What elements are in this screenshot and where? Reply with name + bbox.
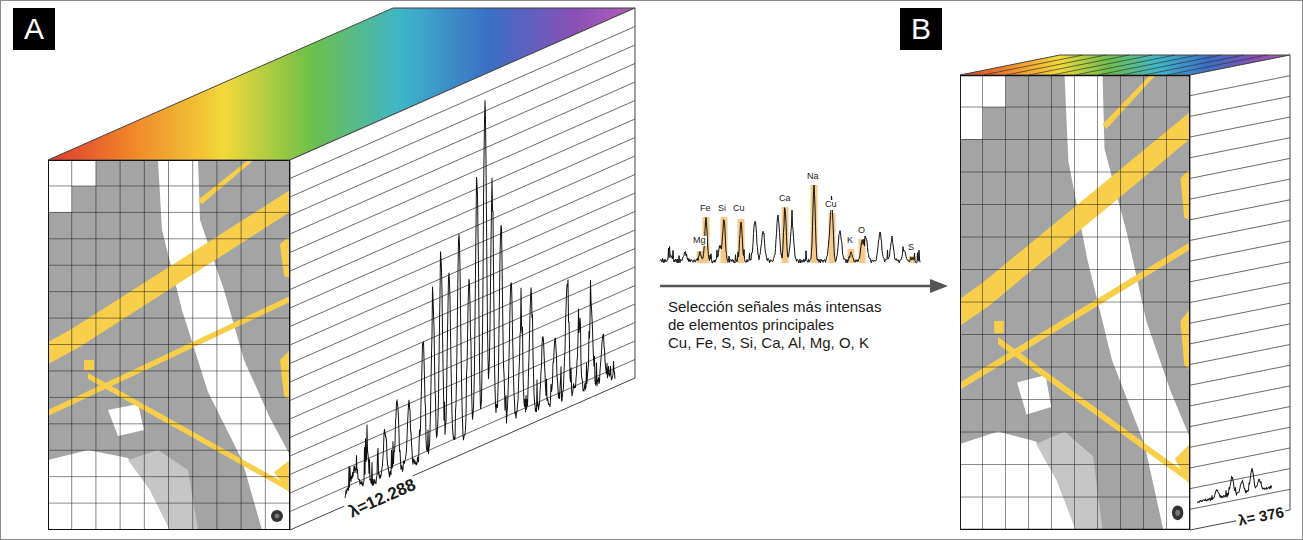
mineral-map [48,160,290,530]
band-line [290,82,635,234]
band-line [1190,138,1290,158]
band-line [290,45,635,197]
element-label: K [846,236,854,246]
panel-letter: A [24,14,44,44]
selection [660,185,948,293]
spectrum-line [345,43,615,498]
spectrum-selected [660,185,920,263]
band-count: λ= 376 [1235,503,1288,530]
element-label: Cu [732,204,746,214]
element-label: Fe [699,204,712,214]
band-line [1190,407,1290,427]
band-line [1190,96,1290,116]
band-line [1190,448,1290,468]
panel-badge: A [13,8,55,50]
cube-side [1190,55,1290,530]
band-line [290,119,635,271]
element-label: Mg [692,236,707,246]
band-line [290,212,635,364]
mineral-map [960,75,1190,530]
spectrum-line [660,185,920,263]
band-lines [290,27,635,512]
band-line [1190,283,1290,303]
element-label: S [907,243,915,253]
element-label: Ca [778,194,792,204]
band-line [290,64,635,216]
element-list: Cu, Fe, S, Si, Ca, Al, Mg, O, K [668,334,869,352]
band-line [1190,262,1290,282]
band-line [1190,117,1290,137]
element-label: O [857,226,866,236]
arrow-line [660,285,932,288]
element-label: Si [717,204,727,214]
band-line [290,138,635,290]
band-line [290,101,635,253]
cube-b [960,55,1290,530]
band-line [290,156,635,308]
band-line [290,360,635,512]
panel-badge: B [900,8,942,50]
band-line [1190,76,1290,96]
spectrum [345,43,615,498]
band-line [1190,220,1290,240]
band-line [1190,365,1290,385]
band-line [1190,241,1290,261]
band-line [1190,386,1290,406]
spectrum [1197,464,1272,503]
band-line [290,193,635,345]
band-lines [1190,76,1290,510]
band-line [290,175,635,327]
band-line [290,230,635,382]
band-line [290,323,635,475]
band-line [290,27,635,179]
process-note: Selección señales más intensas de elemen… [668,298,894,334]
cube-side [290,8,635,530]
cube-a [48,8,635,530]
band-line [290,267,635,419]
band-line [1190,158,1290,178]
element-label: Na [806,172,820,182]
element-label: Cu [824,200,838,210]
band-line [1190,324,1290,344]
band-line [1190,200,1290,220]
band-line [1190,427,1290,447]
panel-letter: B [911,14,931,44]
arrow-head [930,279,948,293]
band-line [1190,303,1290,323]
band-line [1190,179,1290,199]
band-line [1190,345,1290,365]
spectrum-line [1197,464,1272,503]
band-count: λ=12.288 [344,474,421,523]
band-line [290,249,635,401]
